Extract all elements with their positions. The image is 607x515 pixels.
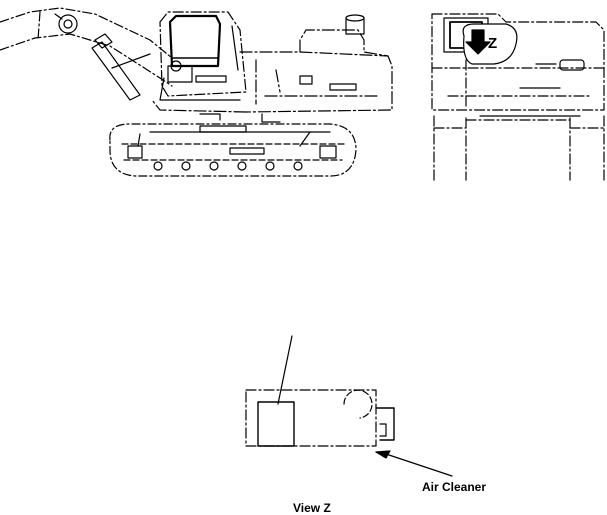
rear-upper-structure: [431, 13, 605, 111]
boom-pin: [54, 13, 78, 34]
view-z-outline: [245, 389, 377, 447]
excavator-rear-view: [431, 13, 605, 181]
boom: [0, 7, 173, 87]
boom-cylinder: [91, 33, 151, 101]
circular-component: [343, 389, 373, 419]
upper-structure: [151, 29, 393, 113]
air-cleaner-arrowhead: [375, 450, 391, 459]
air-cleaner-part-detail: [379, 423, 387, 437]
rear-counterweight-detail: [479, 59, 585, 117]
muffler: [345, 14, 365, 35]
view-z-detail: [245, 335, 453, 477]
component-box: [257, 401, 295, 447]
undercarriage: [109, 123, 357, 177]
excavator-side-view: [0, 7, 393, 177]
air-cleaner-part: [375, 407, 395, 441]
housing-details: [199, 75, 357, 123]
view-marker-label: Z: [488, 35, 498, 52]
air-cleaner-label: Air Cleaner: [422, 480, 487, 494]
leader-line: [277, 335, 293, 405]
view-title: View Z: [293, 501, 331, 515]
operator-cab: [159, 11, 247, 101]
rear-tracks: [433, 115, 605, 181]
view-arrow-icon: [465, 29, 491, 55]
